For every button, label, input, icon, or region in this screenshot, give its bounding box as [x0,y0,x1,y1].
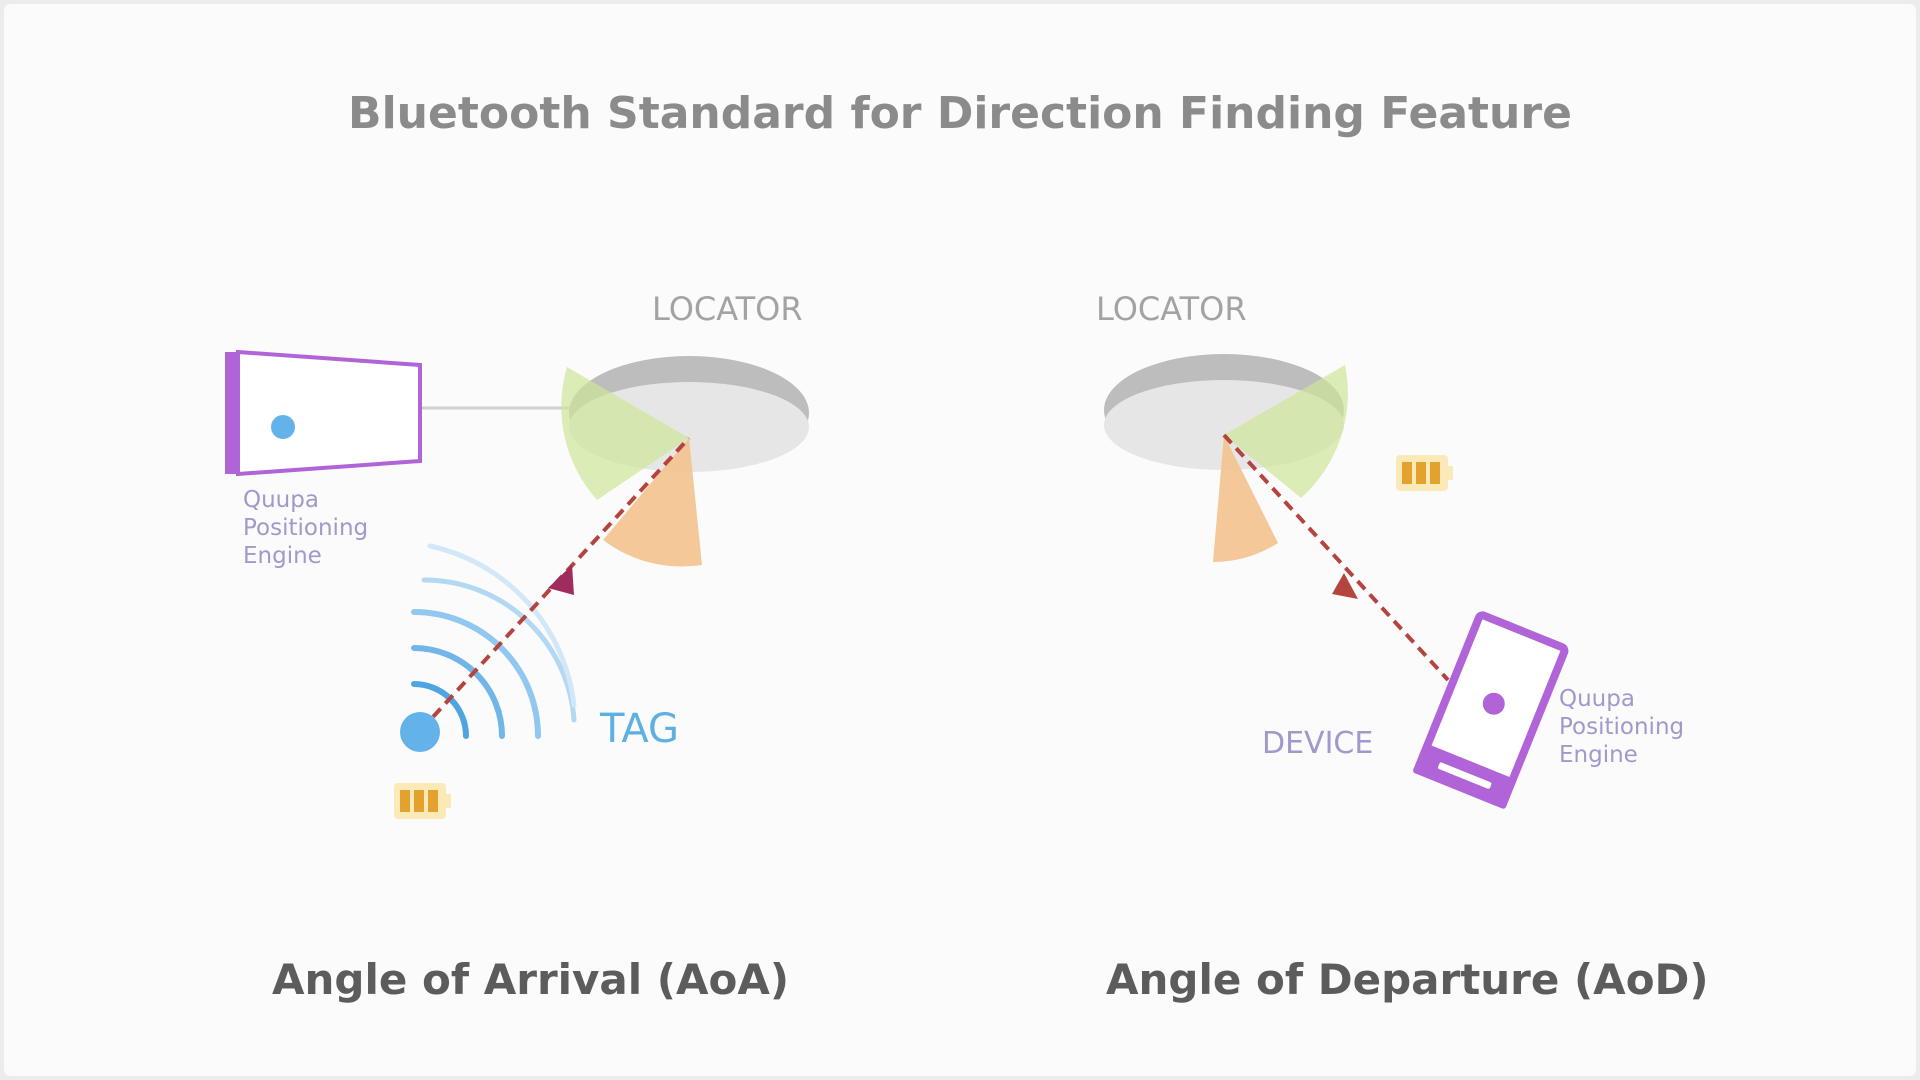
aoa-caption: Angle of Arrival (AoA) [272,955,790,1004]
aod-arrowhead [1332,573,1358,599]
device-smartphone-icon [1413,611,1569,809]
aoa-engine-label-line: Positioning [243,515,369,541]
aoa-green-sector [561,367,689,500]
aod-engine-label-line: Quupa [1559,686,1635,712]
aoa-arrowhead [548,565,574,595]
aoa-locator-label: LOCATOR [652,290,803,328]
aoa-engine-label-line: Engine [243,543,322,569]
diagram-title: Bluetooth Standard for Direction Finding… [348,88,1572,139]
aod-engine-label: Quupa Positioning Engine [1559,685,1684,769]
aod-green-sector [1224,365,1348,498]
tag-signal-waves-icon [411,543,577,739]
aod-battery-icon [1396,455,1453,491]
aod-engine-label-line: Engine [1559,742,1638,768]
aod-signal-arrow [1222,433,1450,682]
aoa-engine-label: Quupa Positioning Engine [243,486,368,570]
aoa-engine-icon [225,349,422,477]
aod-orange-sector [1213,435,1278,562]
aoa-orange-sector [603,438,702,567]
aod-group [1104,354,1569,809]
aoa-engine-label-line: Quupa [243,487,319,513]
aoa-battery-icon [394,783,451,819]
tag-icon [400,712,440,752]
diagram-canvas [4,4,1916,1076]
aoa-group [225,349,809,819]
aod-caption: Angle of Departure (AoD) [1106,955,1709,1004]
tag-label: TAG [600,706,679,752]
device-label: DEVICE [1262,726,1374,761]
aod-engine-label-line: Positioning [1559,714,1685,740]
aod-locator-label: LOCATOR [1096,290,1247,328]
